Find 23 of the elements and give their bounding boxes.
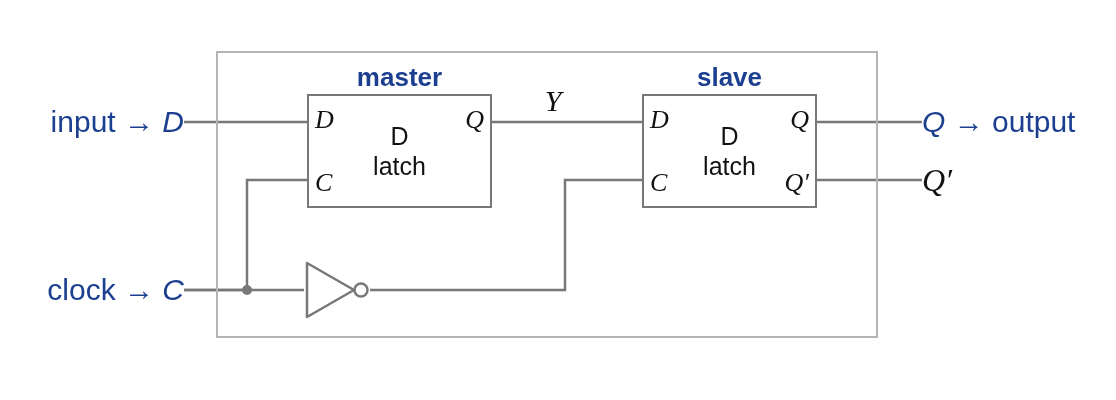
pin-label: D (315, 106, 334, 135)
pin-label: Q (790, 106, 809, 135)
pin-label: Q (465, 106, 484, 135)
wire (370, 178, 642, 292)
wire (492, 120, 642, 124)
output-signal-label: Q → output (922, 104, 1076, 140)
inverter-symbol (304, 260, 370, 320)
latch-label: D latch (373, 121, 426, 181)
wire (817, 178, 922, 182)
pin-label: Q′ (784, 169, 809, 198)
pin-label: C (650, 169, 668, 198)
latch-title: master (356, 61, 443, 94)
pin-label: C (315, 169, 333, 198)
input-signal-label: input → D (50, 104, 184, 140)
latch-title: slave (696, 61, 763, 94)
inverted-output-label: Q′ (922, 161, 953, 199)
circuit-frame (216, 51, 878, 338)
wire (817, 120, 922, 124)
wire (184, 120, 307, 124)
clock-signal-label: clock → C (47, 272, 184, 308)
wire (184, 288, 304, 292)
latch-label: D latch (703, 121, 756, 181)
pin-label: D (650, 106, 669, 135)
